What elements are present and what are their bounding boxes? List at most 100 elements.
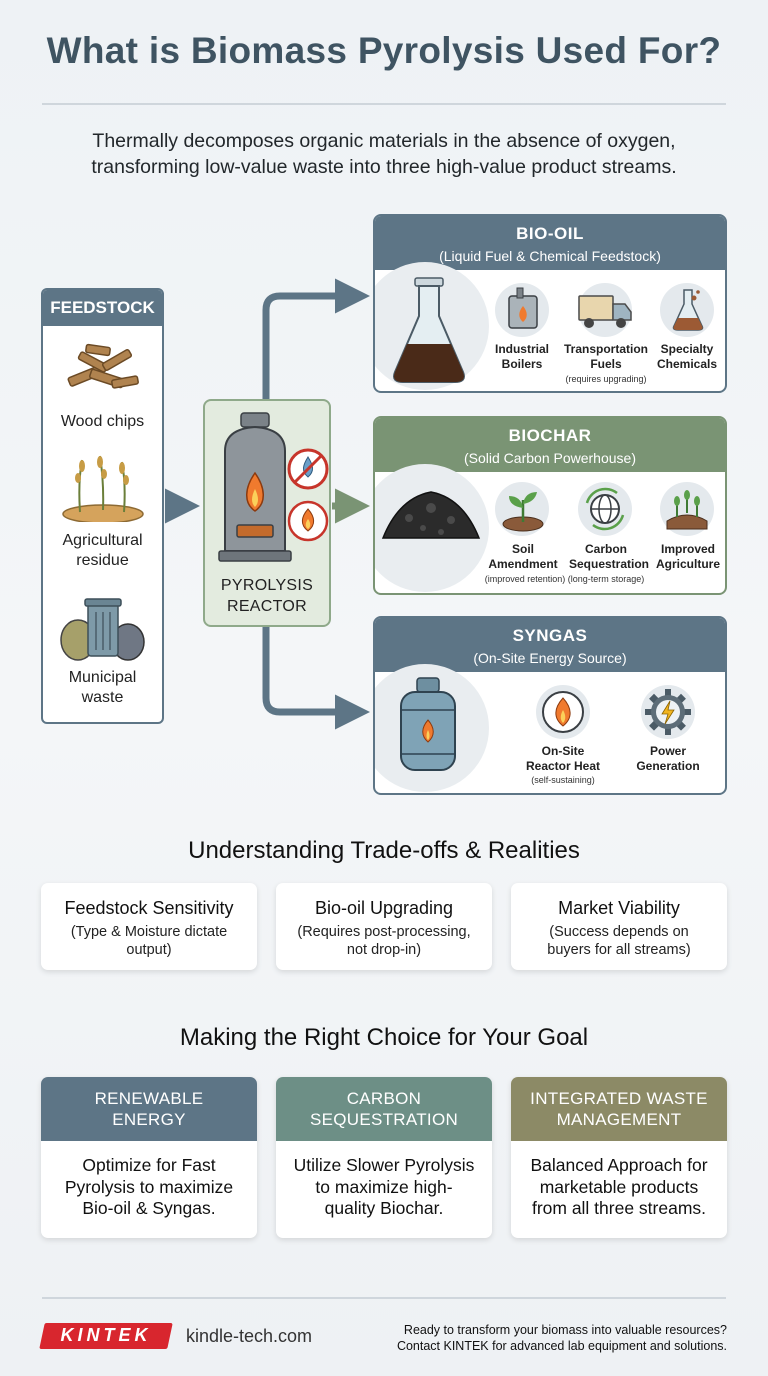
use-note: (self-sustaining) [531,775,595,785]
product-panel-bio-oil: BIO-OIL (Liquid Fuel & Chemical Feedstoc… [373,214,727,393]
tradeoff-title: Feedstock Sensitivity [64,898,234,918]
chemicals-flask-icon [672,289,704,331]
page-title: What is Biomass Pyrolysis Used For? [46,30,722,71]
wood-chips-icon [67,343,139,389]
site-link[interactable]: kindle-tech.com [186,1326,313,1346]
use-label-line: Fuels [590,357,622,371]
pyrolysis-reactor: PYROLYSIS REACTOR [203,399,331,627]
choice-header: RENEWABLE ENERGY [41,1077,257,1141]
no-oxygen-icon [287,448,329,490]
tradeoff-line: output) [126,942,172,958]
use-note: (improved retention) [484,574,566,584]
use-label-line: Boilers [501,357,543,371]
choice-body-line: marketable products [539,1176,699,1197]
choice-header-line: MANAGEMENT [556,1110,682,1129]
sprout-icon [502,492,544,532]
reactor-to-syngas-arrow [262,627,370,730]
use-label-line: Sequestration [569,557,650,571]
use-label: Improved Agriculture [651,542,725,572]
power-gear-icon [645,689,691,735]
footer-cta-line: Ready to transform your biomass into val… [403,1323,727,1337]
product-title: BIO-OIL [516,224,584,243]
feedstock-item-label: Municipal waste [43,668,162,708]
subtitle-line: Thermally decomposes organic materials i… [92,130,676,152]
choice-body: Optimize for Fast Pyrolysis to maximize … [41,1141,257,1220]
choice-header-line: CARBON [346,1089,422,1108]
logo-text[interactable]: KINTEK [60,1325,152,1345]
product-header: SYNGAS (On-Site Energy Source) [375,618,725,672]
reactor-label: PYROLYSIS REACTOR [205,575,329,617]
boiler-icon [508,287,538,329]
use-label-line: Transportation [563,342,648,356]
choice-header-line: SEQUESTRATION [309,1110,459,1129]
use-note: (long-term storage) [567,574,645,584]
product-subtitle: (Liquid Fuel & Chemical Feedstock) [439,248,661,264]
feedstock-item-label-line: residue [76,552,129,569]
use-label: On-Site Reactor Heat [521,744,605,774]
biochar-pile-icon [381,491,481,539]
subtitle-line: transforming low-value waste into three … [91,156,677,178]
tradeoff-line: (Requires post-processing, [297,924,471,940]
choice-body-line: Pyrolysis to maximize [64,1176,234,1197]
choice-card-renewable-energy: RENEWABLE ENERGY Optimize for Fast Pyrol… [41,1077,257,1238]
tradeoff-title: Bio-oil Upgrading [314,898,454,918]
product-panel-syngas: SYNGAS (On-Site Energy Source) On-Site R… [373,616,727,795]
choice-body: Utilize Slower Pyrolysis to maximize hig… [276,1141,492,1220]
tradeoff-card: Feedstock Sensitivity (Type & Moisture d… [41,883,257,970]
tradeoff-description: (Requires post-processing,not drop-in) [276,923,492,959]
use-label-line: Carbon [585,542,627,556]
tradeoffs-heading: Understanding Trade-offs & Realities [188,837,580,864]
choice-body-line: from all three streams. [531,1198,707,1218]
use-label-line: Generation [636,759,700,773]
use-note: (requires upgrading) [565,374,647,384]
reactor-icon [218,412,329,562]
flow-arrows [165,278,370,730]
use-label: Soil Amendment [485,542,561,572]
product-subtitle: (Solid Carbon Powerhouse) [464,450,636,466]
trash-bin-icon [59,598,145,661]
globe-cycle-icon [585,487,625,531]
feedstock-item-label-line: Agricultural [62,532,143,549]
tradeoff-title: Market Viability [558,898,680,918]
feedstock-item-label: Agricultural residue [43,531,162,571]
feedstock-item-label-line: Municipal [68,669,137,686]
use-label: Power Generation [633,744,703,774]
use-label-line: Agriculture [655,557,720,571]
choice-header: CARBON SEQUESTRATION [276,1077,492,1141]
use-label-line: Reactor Heat [525,759,601,773]
footer-cta: Ready to transform your biomass into val… [360,1322,727,1354]
choice-body-line: Bio-oil & Syngas. [82,1198,216,1218]
tradeoff-description: (Success depends on buyers for all stream… [511,923,727,959]
choice-body-line: to maximize high- [315,1176,453,1197]
title-divider [42,103,726,105]
use-label-line: Power [649,744,686,758]
choice-header-line: RENEWABLE [94,1089,204,1108]
choice-body: Balanced Approach for marketable product… [511,1141,727,1220]
flame-icon [287,500,329,542]
feedstock-item-label: Wood chips [60,413,145,430]
use-label-line: Soil [511,542,534,556]
use-label-line: Chemicals [656,357,718,371]
use-label: Specialty Chemicals [651,342,723,372]
crops-icon [666,490,708,530]
truck-icon [578,295,632,328]
tradeoff-line: (Success depends on [549,924,689,940]
product-panel-biochar: BIOCHAR (Solid Carbon Powerhouse) Soil A… [373,416,727,595]
use-label-line: Amendment [488,557,558,571]
tradeoff-card: Market Viability (Success depends on buye… [511,883,727,970]
choice-header: INTEGRATED WASTE MANAGEMENT [511,1077,727,1141]
product-title: SYNGAS [512,626,588,645]
choice-body-line: Utilize Slower Pyrolysis [293,1155,475,1175]
choice-body-line: Balanced Approach for [530,1155,708,1175]
use-label: Carbon Sequestration [569,542,650,572]
use-label-line: Improved [660,542,715,556]
tradeoff-line: buyers for all streams) [547,942,691,958]
use-label-line: Industrial [494,342,549,356]
tradeoff-card: Bio-oil Upgrading (Requires post-process… [276,883,492,970]
flask-icon [393,277,465,383]
wheat-icon [61,455,144,522]
choice-card-integrated-waste: INTEGRATED WASTE MANAGEMENT Balanced App… [511,1077,727,1238]
feedstock-header: FEEDSTOCK [43,290,162,326]
product-title: BIOCHAR [508,426,592,445]
